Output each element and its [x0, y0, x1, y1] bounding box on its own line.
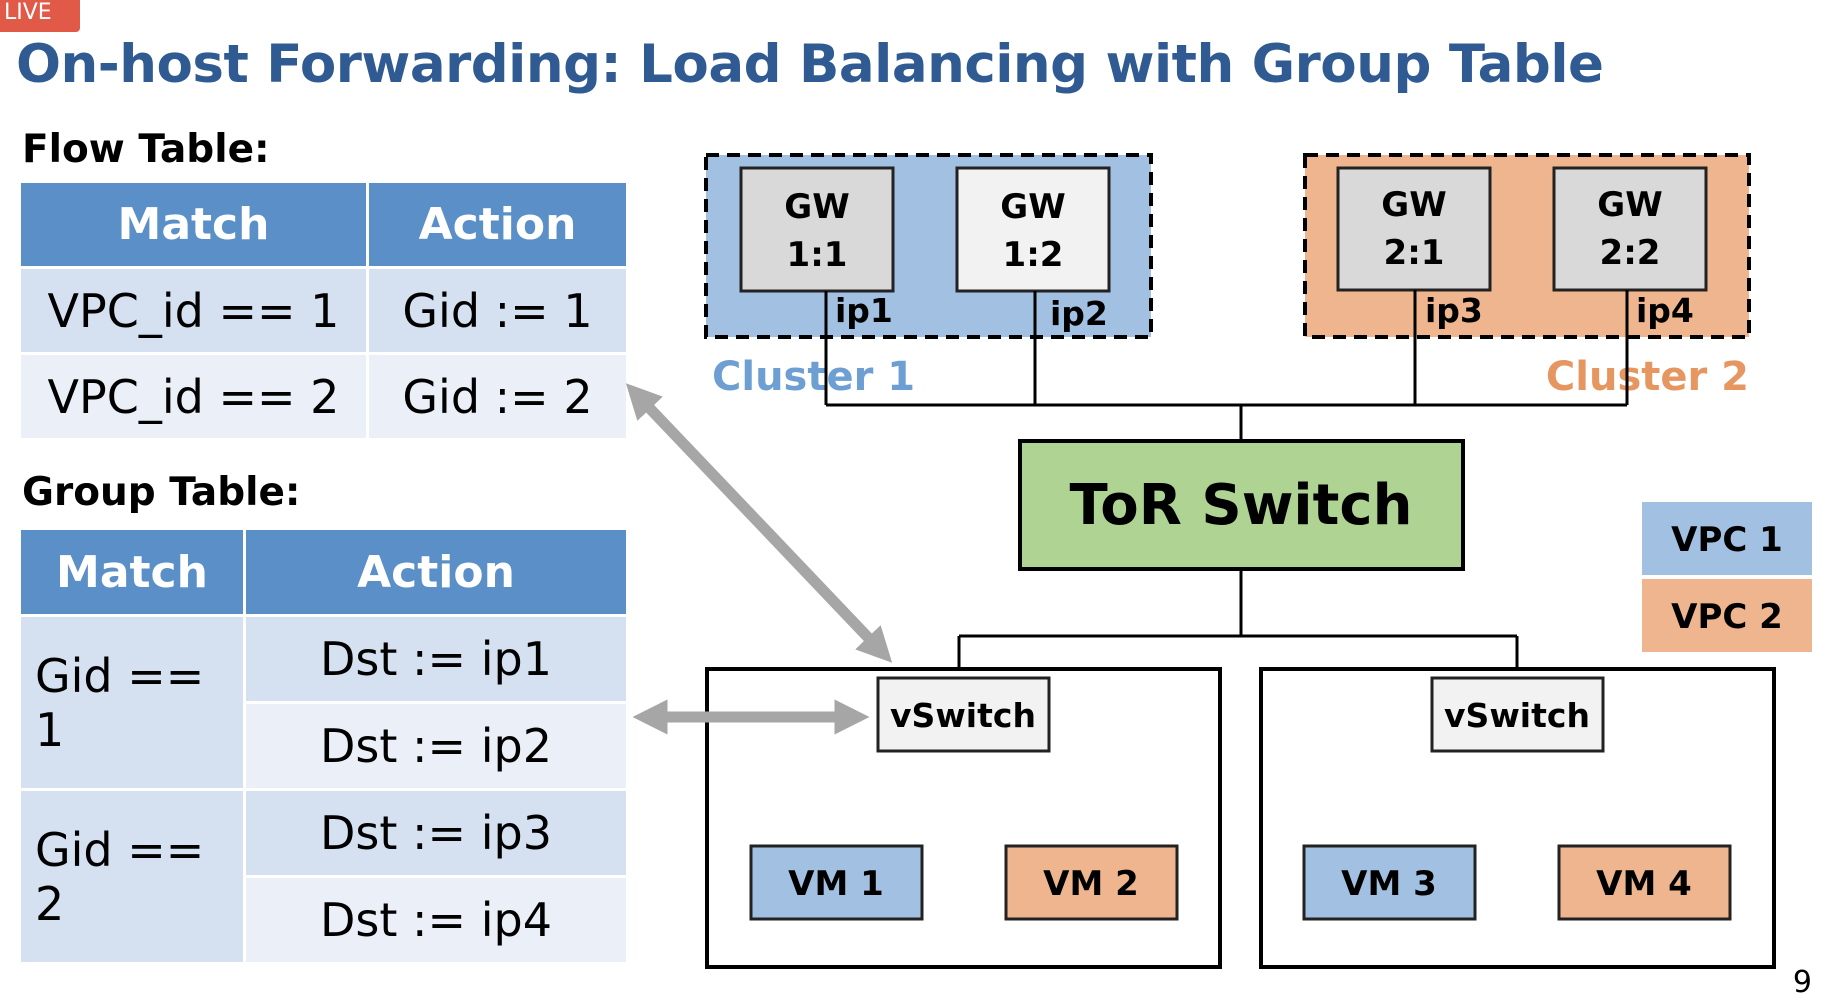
legend-label: VPC 2 [1671, 597, 1783, 637]
gateway-box [1552, 166, 1708, 292]
group-table-heading: Group Table: [22, 470, 301, 515]
group-action-cell: Dst := ip4 [246, 878, 626, 962]
flow-action-cell: Gid := 1 [369, 269, 626, 352]
table-row: Gid == 1 Dst := ip1 [21, 617, 626, 788]
vswitch-box [1430, 676, 1605, 753]
flow-table-arrow [625, 383, 893, 663]
tor-switch-box [1018, 439, 1465, 571]
page-number: 9 [1792, 965, 1812, 1000]
group-match-cell: Gid == 2 [21, 791, 243, 962]
gateway-label: 1:1 [787, 235, 848, 275]
ip-label: ip1 [835, 291, 893, 330]
table-row: VPC_id == 1 Gid := 1 [21, 269, 626, 352]
live-badge: LIVE [0, 0, 80, 32]
gateway-label: GW [1597, 185, 1662, 225]
vm-label: VM 1 [788, 864, 884, 904]
gateway-label: GW [1000, 187, 1065, 227]
group-table-header-action: Action [246, 530, 626, 614]
table-row: VPC_id == 2 Gid := 2 [21, 355, 626, 438]
flow-table-header-row: Match Action [21, 183, 626, 266]
gateway-box [739, 166, 895, 293]
group-table: Match Action Gid == 1 Dst := ip1 Dst := … [18, 527, 629, 965]
legend-vpc-1 [1642, 502, 1812, 575]
group-action-cell: Dst := ip2 [246, 704, 626, 788]
gateway-label: 2:2 [1600, 233, 1661, 273]
table-row: Dst := ip2 [21, 704, 626, 788]
vm-label: VM 3 [1341, 864, 1437, 904]
group-action-cell: Dst := ip1 [246, 617, 626, 701]
flow-table-heading: Flow Table: [22, 127, 270, 172]
flow-table: Match Action VPC_id == 1 Gid := 1 VPC_id… [18, 180, 629, 441]
group-match-cell: Gid == 1 [21, 617, 243, 788]
vm-box [1302, 844, 1477, 921]
flow-match-cell: VPC_id == 2 [21, 355, 366, 438]
vm-label: VM 2 [1043, 864, 1139, 904]
live-label: LIVE [4, 0, 52, 25]
group-table-header-match: Match [21, 530, 243, 614]
vswitch-box [876, 676, 1051, 753]
slide-title: On-host Forwarding: Load Balancing with … [16, 34, 1604, 95]
vswitch-label: vSwitch [1444, 696, 1590, 735]
flow-table-header-match: Match [21, 183, 366, 266]
tor-switch-label: ToR Switch [1070, 473, 1413, 538]
gateway-label: 1:2 [1003, 235, 1064, 275]
cluster-1-label: Cluster 1 [712, 354, 915, 400]
group-action-cell: Dst := ip3 [246, 791, 626, 875]
ip-label: ip3 [1425, 291, 1483, 330]
table-row: Dst := ip4 [21, 878, 626, 962]
group-table-header-row: Match Action [21, 530, 626, 614]
vm-label: VM 4 [1596, 864, 1692, 904]
vswitch-label: vSwitch [890, 696, 1036, 735]
legend-label: VPC 1 [1671, 520, 1783, 560]
gateway-box [955, 166, 1111, 293]
gateway-box [1336, 166, 1492, 292]
flow-table-header-action: Action [369, 183, 626, 266]
vm-box [1557, 844, 1732, 921]
vm-box [1004, 844, 1179, 921]
cluster-2-label: Cluster 2 [1546, 354, 1749, 400]
flow-action-cell: Gid := 2 [369, 355, 626, 438]
ip-label: ip4 [1636, 291, 1694, 330]
flow-match-cell: VPC_id == 1 [21, 269, 366, 352]
ip-label: ip2 [1050, 294, 1108, 333]
gateway-label: GW [1381, 185, 1446, 225]
table-row: Gid == 2 Dst := ip3 [21, 791, 626, 962]
vm-box [749, 844, 924, 921]
legend-vpc-2 [1642, 579, 1812, 652]
gateway-label: 2:1 [1384, 233, 1445, 273]
gateway-label: GW [784, 187, 849, 227]
